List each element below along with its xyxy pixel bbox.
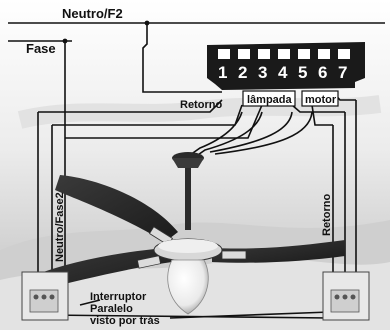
motor-wire-2 — [311, 104, 333, 126]
fan-blade-left-top — [55, 175, 178, 242]
fan-downrod — [185, 168, 191, 230]
leader-interruptor — [79, 299, 101, 306]
switch-left — [21, 271, 69, 321]
switch-right-body — [330, 289, 360, 313]
junction-dot — [62, 38, 68, 44]
terminal-screw — [258, 49, 270, 59]
terminal-number: 7 — [338, 63, 347, 82]
switch-right-screw — [334, 294, 340, 300]
fase-label: Fase — [26, 41, 56, 56]
lampada-label: lâmpada — [247, 94, 293, 106]
terminal-number: 1 — [218, 63, 227, 82]
bundle-wire-d — [214, 111, 313, 155]
junction-dots — [62, 20, 150, 44]
switch-left-body — [29, 289, 59, 313]
motor-label: motor — [305, 94, 337, 106]
terminal-number: 4 — [278, 63, 288, 82]
switch-left-screw — [41, 294, 47, 300]
terminal-screws — [218, 49, 350, 59]
terminal-screw — [278, 49, 290, 59]
terminal-screw — [238, 49, 250, 59]
interruptor-label-line3: visto por trás — [90, 315, 160, 327]
switch-right — [322, 271, 370, 321]
terminal-screw — [218, 49, 230, 59]
blade-bracket — [136, 255, 162, 269]
terminal-screw — [338, 49, 350, 59]
retorno-top-label: Retorno — [180, 99, 222, 111]
neutro-fase2-label: Neutro/Fase2 — [54, 192, 66, 262]
fan-canopy-base — [172, 158, 204, 168]
terminal-number: 2 — [238, 63, 247, 82]
motor-tag-box — [301, 90, 339, 107]
switch-left-screw — [49, 294, 55, 300]
terminal-screw — [318, 49, 330, 59]
neutro-to-terminal1 — [142, 23, 222, 93]
retorno-right-label: Retorno — [321, 194, 333, 236]
terminal-block: 1 2 3 4 5 6 7 — [207, 42, 365, 90]
terminal-numbers: 1 2 3 4 5 6 7 — [218, 63, 347, 82]
lampada-tag-box — [242, 90, 296, 107]
bundle-wire-b — [194, 111, 263, 158]
motor-wire-1 — [291, 104, 345, 113]
switch-right-screw — [350, 294, 356, 300]
interruptor-label-line2: Paralelo — [90, 303, 133, 315]
switch-right-screw — [342, 294, 348, 300]
junction-dot — [144, 20, 150, 26]
terminal-number: 5 — [298, 63, 307, 82]
terminal-screw — [298, 49, 310, 59]
retorno-wire — [38, 99, 223, 113]
bundle-wire-c — [209, 111, 293, 153]
terminal-number: 6 — [318, 63, 327, 82]
bundle-wire-a — [189, 111, 243, 156]
terminal-number: 3 — [258, 63, 267, 82]
leader-visto — [169, 311, 331, 319]
switch-left-screw — [33, 294, 39, 300]
fan-motor-top — [158, 239, 218, 253]
interruptor-label-line1: Interruptor — [90, 291, 147, 303]
blade-bracket — [221, 250, 247, 260]
neutro-f2-label: Neutro/F2 — [62, 6, 123, 21]
lamp-wire-2 — [65, 104, 263, 139]
fan-light-globe — [167, 259, 209, 315]
